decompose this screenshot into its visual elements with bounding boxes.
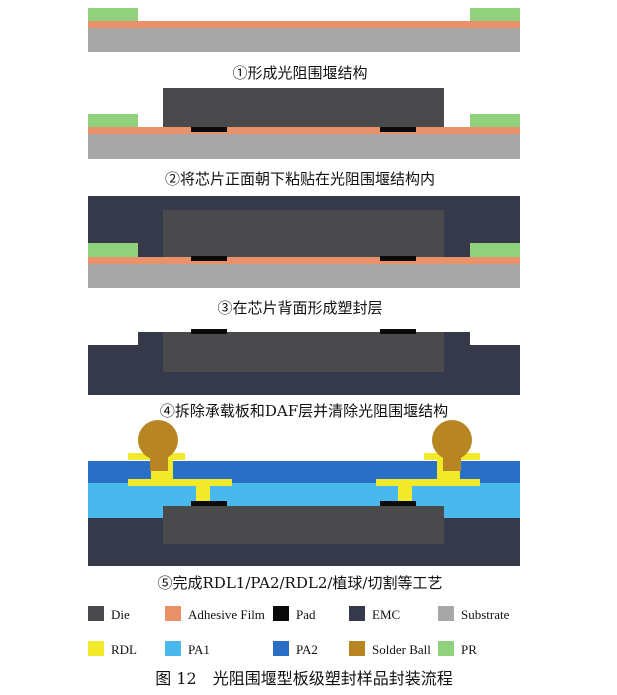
legend-label-rdl: RDL — [111, 642, 137, 657]
die — [163, 210, 444, 257]
pad-right — [380, 329, 416, 334]
legend-label-pad: Pad — [296, 607, 316, 622]
legend-swatch-solder-ball — [349, 641, 365, 656]
pad-left — [191, 127, 227, 132]
pad-left — [191, 256, 227, 261]
pad-right — [380, 256, 416, 261]
legend-label-pa1: PA1 — [188, 642, 210, 657]
adhesive-film-layer — [88, 257, 520, 264]
legend-swatch-pr — [438, 641, 454, 656]
pad-left — [191, 329, 227, 334]
pr-left — [88, 114, 138, 127]
solder-ball-right — [432, 420, 472, 460]
legend-label-emc: EMC — [372, 607, 400, 622]
step-1-diagram — [88, 8, 520, 52]
pr-right — [470, 243, 520, 257]
pr-right — [470, 114, 520, 127]
legend-swatch-substrate — [438, 606, 454, 621]
substrate-layer — [88, 134, 520, 159]
legend-swatch-adhesive-film — [165, 606, 181, 621]
step-5-caption: ⑤完成RDL1/PA2/RDL2/植球/切割等工艺 — [158, 574, 443, 592]
pa2-layer — [88, 461, 520, 483]
pad-left — [191, 501, 227, 506]
step-4-caption: ④拆除承载板和DAF层并清除光阻围堰结构 — [160, 402, 448, 420]
step-3-caption: ③在芯片背面形成塑封层 — [217, 299, 382, 317]
step-5-diagram — [88, 420, 520, 566]
step-4-diagram — [88, 329, 520, 395]
legend-swatch-pad — [273, 606, 289, 621]
substrate-layer — [88, 28, 520, 52]
adhesive-film-layer — [88, 21, 520, 28]
legend-swatch-die — [88, 606, 104, 621]
adhesive-film-layer — [88, 127, 520, 134]
legend-swatch-pa2 — [273, 641, 289, 656]
solder-ball-left — [138, 420, 178, 460]
pr-right — [470, 8, 520, 21]
legend-label-pa2: PA2 — [296, 642, 318, 657]
step-3-diagram — [88, 196, 520, 288]
step-2-diagram — [88, 88, 520, 159]
step-2-caption: ②将芯片正面朝下粘贴在光阻围堰结构内 — [165, 170, 435, 188]
legend-label-pr: PR — [461, 642, 477, 657]
pad-right — [380, 127, 416, 132]
die — [163, 332, 444, 372]
pr-left — [88, 243, 138, 257]
legend-swatch-emc — [349, 606, 365, 621]
pa1-center — [138, 483, 470, 509]
figure-caption: 图 12 光阻围堰型板级塑封样品封装流程 — [155, 669, 452, 688]
pad-right — [380, 501, 416, 506]
die — [163, 88, 444, 127]
legend-label-adhesive-film: Adhesive Film — [188, 607, 265, 622]
legend-label-solder-ball: Solder Ball — [372, 642, 431, 657]
legend-label-substrate: Substrate — [461, 607, 510, 622]
pr-left — [88, 8, 138, 21]
substrate-layer — [88, 264, 520, 288]
step-1-caption: ①形成光阻围堰结构 — [232, 64, 367, 82]
die — [163, 506, 444, 544]
legend-swatch-pa1 — [165, 641, 181, 656]
legend-swatch-rdl — [88, 641, 104, 656]
legend: Die Adhesive Film Pad EMC Substrate RDL … — [88, 606, 510, 657]
legend-label-die: Die — [111, 607, 130, 622]
